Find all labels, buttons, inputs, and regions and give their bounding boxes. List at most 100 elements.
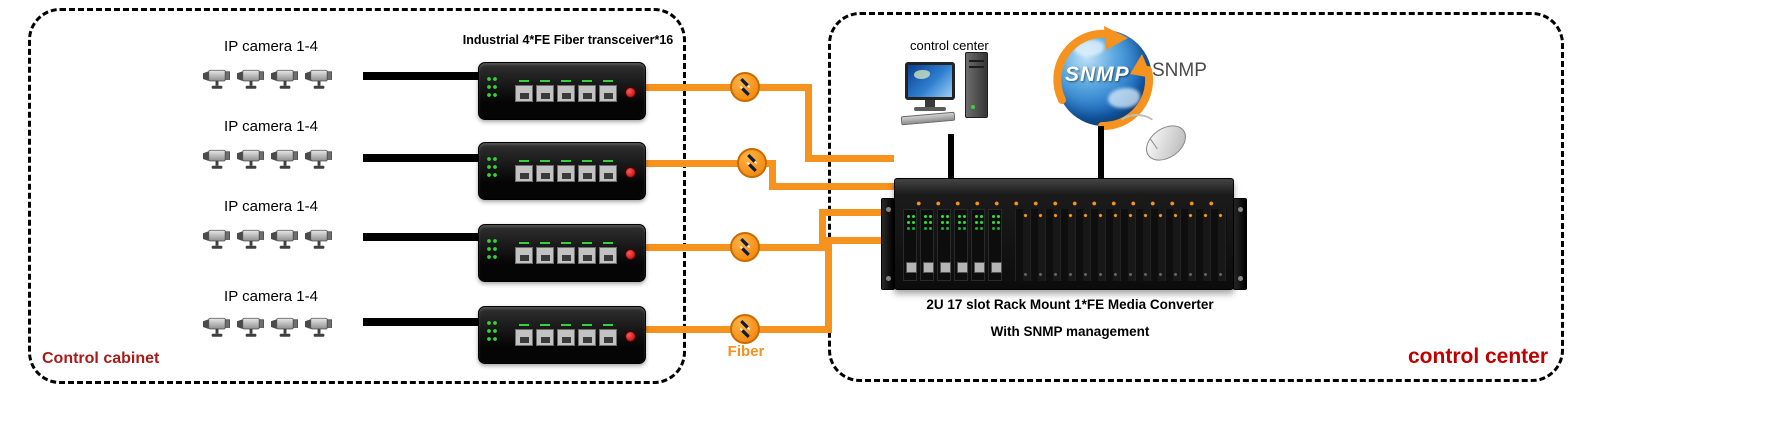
- camera-uplink-line-2: [363, 154, 478, 162]
- snmp-label: SNMP: [1152, 60, 1207, 81]
- fiber-plug-glyph: [734, 318, 756, 340]
- fiber-label: Fiber: [727, 343, 765, 360]
- workstation-uplink-line: [948, 134, 954, 180]
- rj45-port: [578, 242, 596, 264]
- ip-camera-icon: [202, 226, 233, 252]
- fiber-line-segment: [819, 209, 826, 251]
- monitor-stand: [925, 100, 935, 107]
- control-cabinet-group: [28, 8, 686, 384]
- fiber-line-segment: [769, 183, 894, 190]
- keyboard-icon: [900, 111, 956, 126]
- snmp-uplink-line: [1098, 126, 1104, 180]
- rack-caption-line1: 2U 17 slot Rack Mount 1*FE Media Convert…: [926, 297, 1214, 312]
- rack-slot-numbers: [909, 201, 1221, 206]
- fiber-transceiver-2: [478, 142, 646, 200]
- fiber-line-segment: [805, 155, 894, 162]
- led-indicators: [486, 155, 498, 179]
- fiber-plug-glyph: [734, 76, 756, 98]
- media-converter-module: [971, 209, 985, 281]
- rj45-port: [557, 324, 575, 346]
- media-converter-module: [988, 209, 1002, 281]
- reset-button: [625, 331, 636, 342]
- fiber-line-segment: [646, 160, 776, 167]
- rj45-port: [557, 242, 575, 264]
- ip-camera-icon: [236, 314, 267, 340]
- led-indicators: [486, 75, 498, 99]
- mouse-icon: [1116, 114, 1194, 168]
- rack-empty-slots: [1015, 209, 1227, 281]
- ip-camera-icon: [202, 146, 233, 172]
- ip-camera-icon: [270, 146, 301, 172]
- rj45-port: [536, 80, 554, 102]
- monitor-icon: [905, 62, 955, 100]
- rj45-port: [515, 242, 533, 264]
- rack-installed-modules: [903, 209, 1002, 281]
- rj45-port: [578, 80, 596, 102]
- transceiver-title: Industrial 4*FE Fiber transceiver*16: [462, 33, 674, 47]
- ip-camera-icon: [270, 226, 301, 252]
- rack-media-converter: [894, 178, 1234, 290]
- fiber-plug-glyph: [734, 236, 756, 258]
- camera-row-label-3: IP camera 1-4: [224, 198, 318, 215]
- fiber-coupler-icon: [730, 232, 760, 262]
- rj45-port: [578, 160, 596, 182]
- rj45-port: [599, 80, 617, 102]
- fiber-line-segment: [825, 237, 832, 333]
- fiber-transceiver-4: [478, 306, 646, 364]
- reset-button: [625, 249, 636, 260]
- rj45-port: [515, 324, 533, 346]
- globe-continent: [1074, 40, 1104, 56]
- fiber-line-segment: [805, 84, 812, 162]
- rj45-port: [515, 160, 533, 182]
- rj45-port: [599, 160, 617, 182]
- fiber-transceiver-1: [478, 62, 646, 120]
- ip-camera-icon: [270, 66, 301, 92]
- monitor-base: [914, 107, 946, 111]
- camera-uplink-line-3: [363, 233, 478, 241]
- ip-camera-icon: [236, 66, 267, 92]
- rj45-ports: [515, 324, 617, 346]
- workstation-label: control center: [910, 38, 989, 53]
- rj45-port: [515, 80, 533, 102]
- reset-button: [625, 167, 636, 178]
- camera-row-3: [202, 226, 335, 252]
- camera-row-1: [202, 66, 335, 92]
- rj45-port: [557, 160, 575, 182]
- rj45-port: [536, 242, 554, 264]
- fiber-transceiver-3: [478, 224, 646, 282]
- control-center-caption: control center: [1408, 345, 1549, 368]
- globe-continent: [1108, 88, 1140, 108]
- camera-row-label-1: IP camera 1-4: [224, 38, 318, 55]
- rj45-port: [557, 80, 575, 102]
- camera-row-label-4: IP camera 1-4: [224, 288, 318, 305]
- snmp-globe-text: SNMP: [1065, 63, 1130, 86]
- snmp-swoosh-icon: [1053, 26, 1154, 131]
- ip-camera-icon: [304, 226, 335, 252]
- control-center-group: [828, 12, 1564, 382]
- rj45-port: [536, 160, 554, 182]
- led-indicators: [486, 237, 498, 261]
- rack-ear-right: [1233, 198, 1247, 290]
- fiber-line-segment: [825, 237, 894, 244]
- rj45-port: [578, 324, 596, 346]
- control-workstation: [900, 52, 997, 138]
- rj45-ports: [515, 242, 617, 264]
- media-converter-module: [954, 209, 968, 281]
- rj45-port: [536, 324, 554, 346]
- rj45-ports: [515, 160, 617, 182]
- mouse-cable: [1116, 114, 1158, 142]
- ip-camera-icon: [202, 66, 233, 92]
- camera-row-4: [202, 314, 335, 340]
- fiber-line-segment: [819, 209, 894, 216]
- fiber-plug-glyph: [741, 152, 763, 174]
- pc-tower-icon: [965, 52, 988, 118]
- rj45-port: [599, 324, 617, 346]
- ip-camera-icon: [304, 314, 335, 340]
- camera-uplink-line-1: [363, 72, 478, 80]
- ip-camera-icon: [236, 146, 267, 172]
- monitor-screen: [908, 65, 952, 97]
- fiber-line-segment: [769, 160, 776, 190]
- rj45-ports: [515, 80, 617, 102]
- fiber-coupler-icon: [737, 148, 767, 178]
